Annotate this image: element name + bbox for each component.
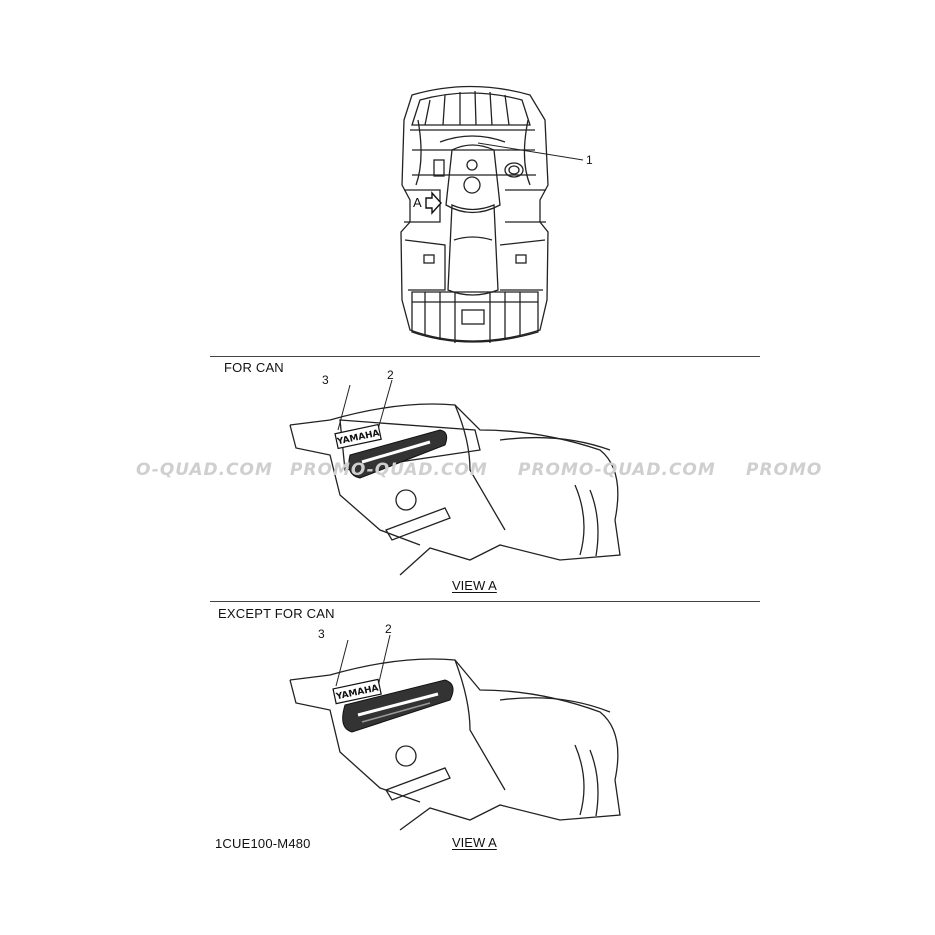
watermark-1: O-QUAD.COM bbox=[136, 460, 273, 480]
divider-middle bbox=[210, 601, 760, 602]
heading-except-for-can: EXCEPT FOR CAN bbox=[218, 606, 335, 621]
callout-2-can: 2 bbox=[387, 368, 394, 382]
callout-3-except: 3 bbox=[318, 627, 325, 641]
watermark-3: PROMO-QUAD.COM bbox=[518, 460, 716, 480]
callout-2-except: 2 bbox=[385, 622, 392, 636]
part-code: 1CUE100-M480 bbox=[215, 836, 311, 851]
watermark-4: PROMO bbox=[746, 460, 823, 480]
view-arrow-label: A bbox=[413, 195, 422, 210]
view-a-label-can: VIEW A bbox=[452, 578, 497, 593]
divider-top bbox=[210, 356, 760, 357]
heading-for-can: FOR CAN bbox=[224, 360, 284, 375]
view-a-label-except: VIEW A bbox=[452, 835, 497, 850]
callout-3-can: 3 bbox=[322, 373, 329, 387]
watermark-2: PROMO-QUAD.COM bbox=[290, 460, 488, 480]
callout-1: 1 bbox=[586, 153, 593, 167]
